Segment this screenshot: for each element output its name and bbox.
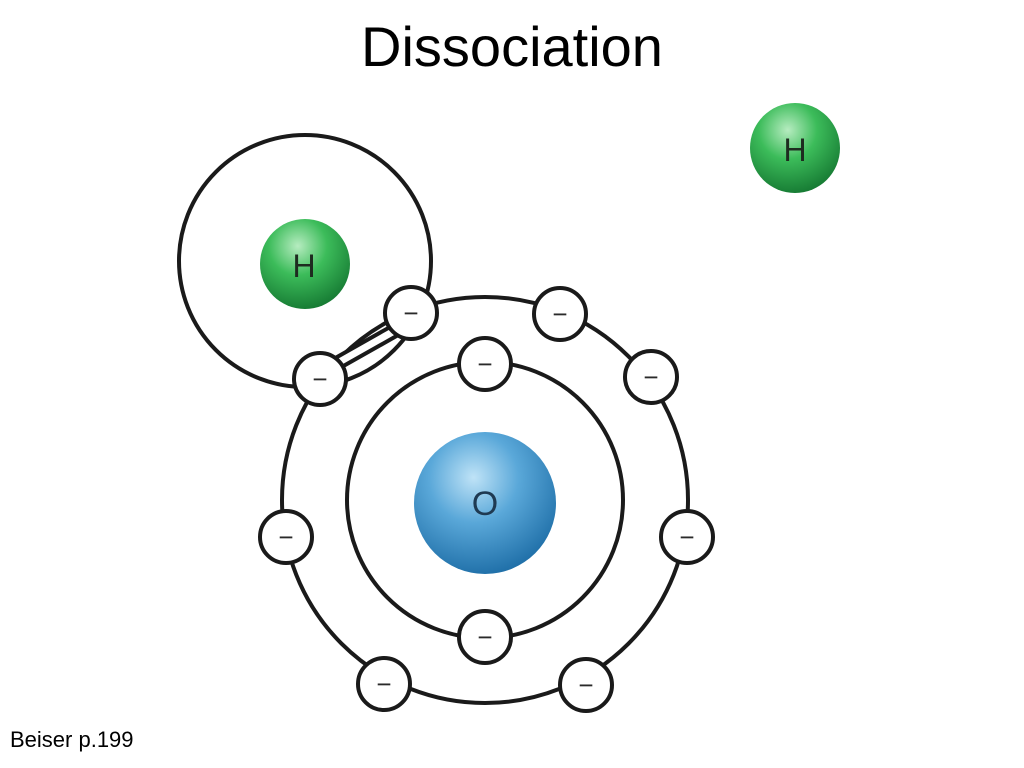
svg-text:−: −: [376, 669, 391, 699]
citation: Beiser p.199: [10, 727, 134, 752]
svg-text:−: −: [278, 522, 293, 552]
electron: −: [457, 609, 513, 665]
slide-title: Dissociation: [361, 15, 663, 78]
electron: −: [623, 349, 679, 405]
electron: −: [532, 286, 588, 342]
hydrogen-atom-bonded: H: [260, 219, 350, 309]
svg-text:−: −: [477, 622, 492, 652]
svg-text:−: −: [679, 522, 694, 552]
oxygen-label: O: [472, 485, 498, 523]
electron: −: [659, 509, 715, 565]
hydrogen-bonded-label: H: [292, 248, 315, 284]
electron: −: [356, 656, 412, 712]
electron-shared: −: [383, 285, 439, 341]
oxygen-outer-shell: [280, 295, 690, 705]
electron: −: [457, 336, 513, 392]
svg-text:−: −: [403, 298, 418, 328]
hydrogen-free-label: H: [783, 132, 806, 168]
svg-text:−: −: [552, 299, 567, 329]
svg-text:−: −: [312, 364, 327, 394]
electron: −: [258, 509, 314, 565]
electron: −: [558, 657, 614, 713]
svg-text:−: −: [578, 670, 593, 700]
electron-shared: −: [292, 351, 348, 407]
oxygen-atom: O: [414, 432, 556, 574]
svg-text:−: −: [643, 362, 658, 392]
hydrogen-atom-free: H: [750, 103, 840, 193]
svg-text:−: −: [477, 349, 492, 379]
